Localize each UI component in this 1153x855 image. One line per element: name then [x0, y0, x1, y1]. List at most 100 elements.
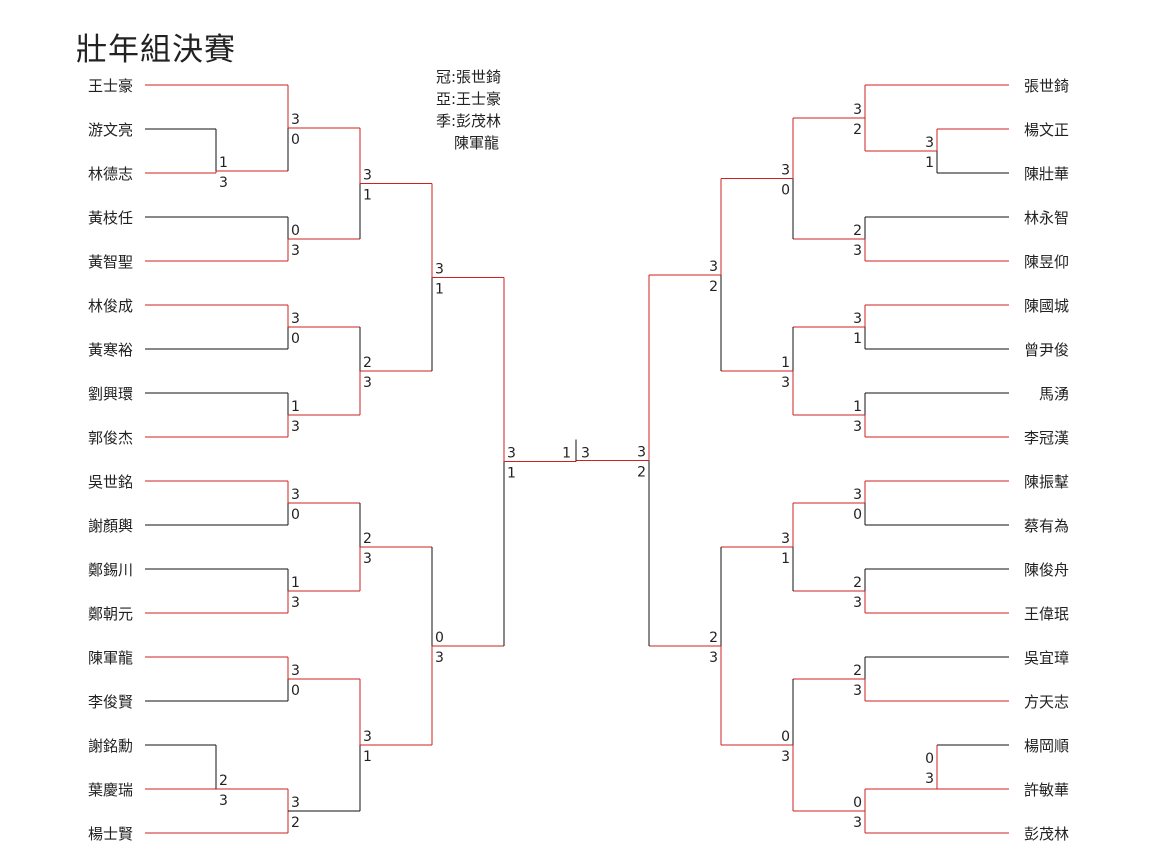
match-score-top: 1 [853, 399, 862, 415]
player-name-left: 游文亮 [88, 121, 133, 139]
player-name-right: 陳昱仰 [1024, 253, 1069, 271]
match-score-top: 3 [853, 487, 862, 503]
match-score-bottom: 2 [709, 279, 718, 295]
match-score-top: 1 [781, 355, 790, 371]
match-score-bottom: 1 [507, 466, 516, 482]
match-score-top: 1 [291, 575, 300, 591]
match-score-bottom: 3 [291, 595, 300, 611]
player-name-left: 謝顏輿 [88, 517, 133, 535]
player-name-left: 林德志 [88, 165, 133, 183]
final-score-right: 3 [581, 446, 590, 462]
match-score-bottom: 0 [291, 507, 300, 523]
match-score-bottom: 0 [291, 331, 300, 347]
player-name-left: 陳軍龍 [88, 649, 133, 667]
match-score-top: 2 [219, 773, 228, 789]
match-score-top: 2 [853, 223, 862, 239]
match-score-bottom: 3 [219, 793, 228, 809]
match-score-bottom: 1 [363, 749, 372, 765]
player-name-right: 陳壯華 [1024, 165, 1069, 183]
player-name-right: 陳俊舟 [1024, 561, 1069, 579]
player-name-left: 謝銘勳 [88, 737, 133, 755]
player-name-right: 陳振鞤 [1024, 473, 1069, 491]
match-score-bottom: 1 [925, 155, 934, 171]
match-score-bottom: 3 [781, 749, 790, 765]
player-name-left: 劉興環 [88, 385, 133, 403]
match-score-bottom: 3 [363, 551, 372, 567]
player-name-right: 楊文正 [1024, 121, 1069, 139]
match-score-bottom: 3 [853, 595, 862, 611]
third-place-label-1: 季:彭茂林 [436, 112, 502, 130]
match-score-top: 3 [363, 729, 372, 745]
match-score-top: 3 [709, 259, 718, 275]
champion-label: 冠:張世錡 [436, 68, 502, 86]
match-score-top: 3 [781, 531, 790, 547]
player-name-left: 鄭朝元 [88, 605, 133, 623]
match-score-top: 2 [853, 575, 862, 591]
match-score-bottom: 2 [637, 464, 646, 480]
match-score-bottom: 0 [291, 132, 300, 148]
match-score-top: 1 [291, 399, 300, 415]
player-name-right: 楊岡順 [1024, 737, 1069, 755]
match-score-top: 3 [925, 135, 934, 151]
player-name-right: 張世錡 [1024, 77, 1069, 95]
player-name-right: 陳國城 [1024, 297, 1069, 315]
match-score-bottom: 3 [925, 771, 934, 787]
match-score-top: 0 [781, 729, 790, 745]
player-name-right: 曾尹俊 [1024, 341, 1069, 359]
player-name-right: 方天志 [1024, 693, 1069, 711]
player-name-left: 黃寒裕 [88, 341, 133, 359]
player-name-left: 楊士賢 [88, 825, 133, 843]
match-score-top: 2 [363, 355, 372, 371]
player-name-left: 葉慶瑞 [88, 781, 133, 799]
match-score-bottom: 3 [363, 375, 372, 391]
final-score-left: 1 [562, 446, 571, 462]
match-score-bottom: 3 [709, 650, 718, 666]
match-score-bottom: 1 [435, 281, 444, 297]
player-name-right: 彭茂林 [1024, 825, 1069, 843]
match-score-bottom: 3 [781, 375, 790, 391]
player-name-left: 王士豪 [88, 77, 133, 95]
match-score-bottom: 1 [781, 551, 790, 567]
runner-up-label: 亞:王士豪 [436, 90, 502, 108]
match-score-bottom: 3 [853, 243, 862, 259]
player-name-left: 李俊賢 [88, 693, 133, 711]
player-name-left: 林俊成 [88, 297, 133, 315]
match-score-top: 3 [291, 663, 300, 679]
player-name-left: 黃枝任 [88, 209, 133, 227]
player-name-right: 吳宜璋 [1024, 649, 1069, 667]
match-score-top: 2 [853, 663, 862, 679]
match-score-top: 3 [291, 112, 300, 128]
match-score-top: 3 [507, 446, 516, 462]
player-name-right: 許敏華 [1024, 781, 1069, 799]
page-title: 壯年組決賽 [76, 32, 236, 68]
match-score-bottom: 3 [853, 419, 862, 435]
match-score-top: 3 [853, 102, 862, 118]
match-score-top: 0 [435, 630, 444, 646]
player-name-right: 李冠漢 [1024, 429, 1069, 447]
results-box: 冠:張世錡 亞:王士豪 季:彭茂林 陳軍龍 [436, 66, 501, 154]
match-score-top: 0 [925, 751, 934, 767]
match-score-bottom: 3 [219, 175, 228, 191]
match-score-bottom: 3 [853, 683, 862, 699]
match-score-top: 1 [219, 155, 228, 171]
match-score-bottom: 3 [853, 815, 862, 831]
match-score-bottom: 1 [853, 331, 862, 347]
match-score-bottom: 2 [853, 122, 862, 138]
match-score-top: 2 [709, 630, 718, 646]
match-score-top: 3 [435, 261, 444, 277]
match-score-top: 3 [853, 311, 862, 327]
match-score-top: 3 [637, 444, 646, 460]
match-score-top: 2 [363, 531, 372, 547]
player-name-right: 林永智 [1024, 209, 1069, 227]
match-score-bottom: 0 [291, 683, 300, 699]
match-score-top: 3 [291, 795, 300, 811]
third-place-label-2: 陳軍龍 [454, 134, 500, 152]
match-score-bottom: 0 [781, 183, 790, 199]
player-name-left: 鄭錫川 [88, 561, 133, 579]
match-score-top: 0 [291, 223, 300, 239]
match-score-top: 3 [363, 168, 372, 184]
match-score-bottom: 0 [853, 507, 862, 523]
match-score-bottom: 1 [363, 188, 372, 204]
match-score-top: 3 [291, 311, 300, 327]
